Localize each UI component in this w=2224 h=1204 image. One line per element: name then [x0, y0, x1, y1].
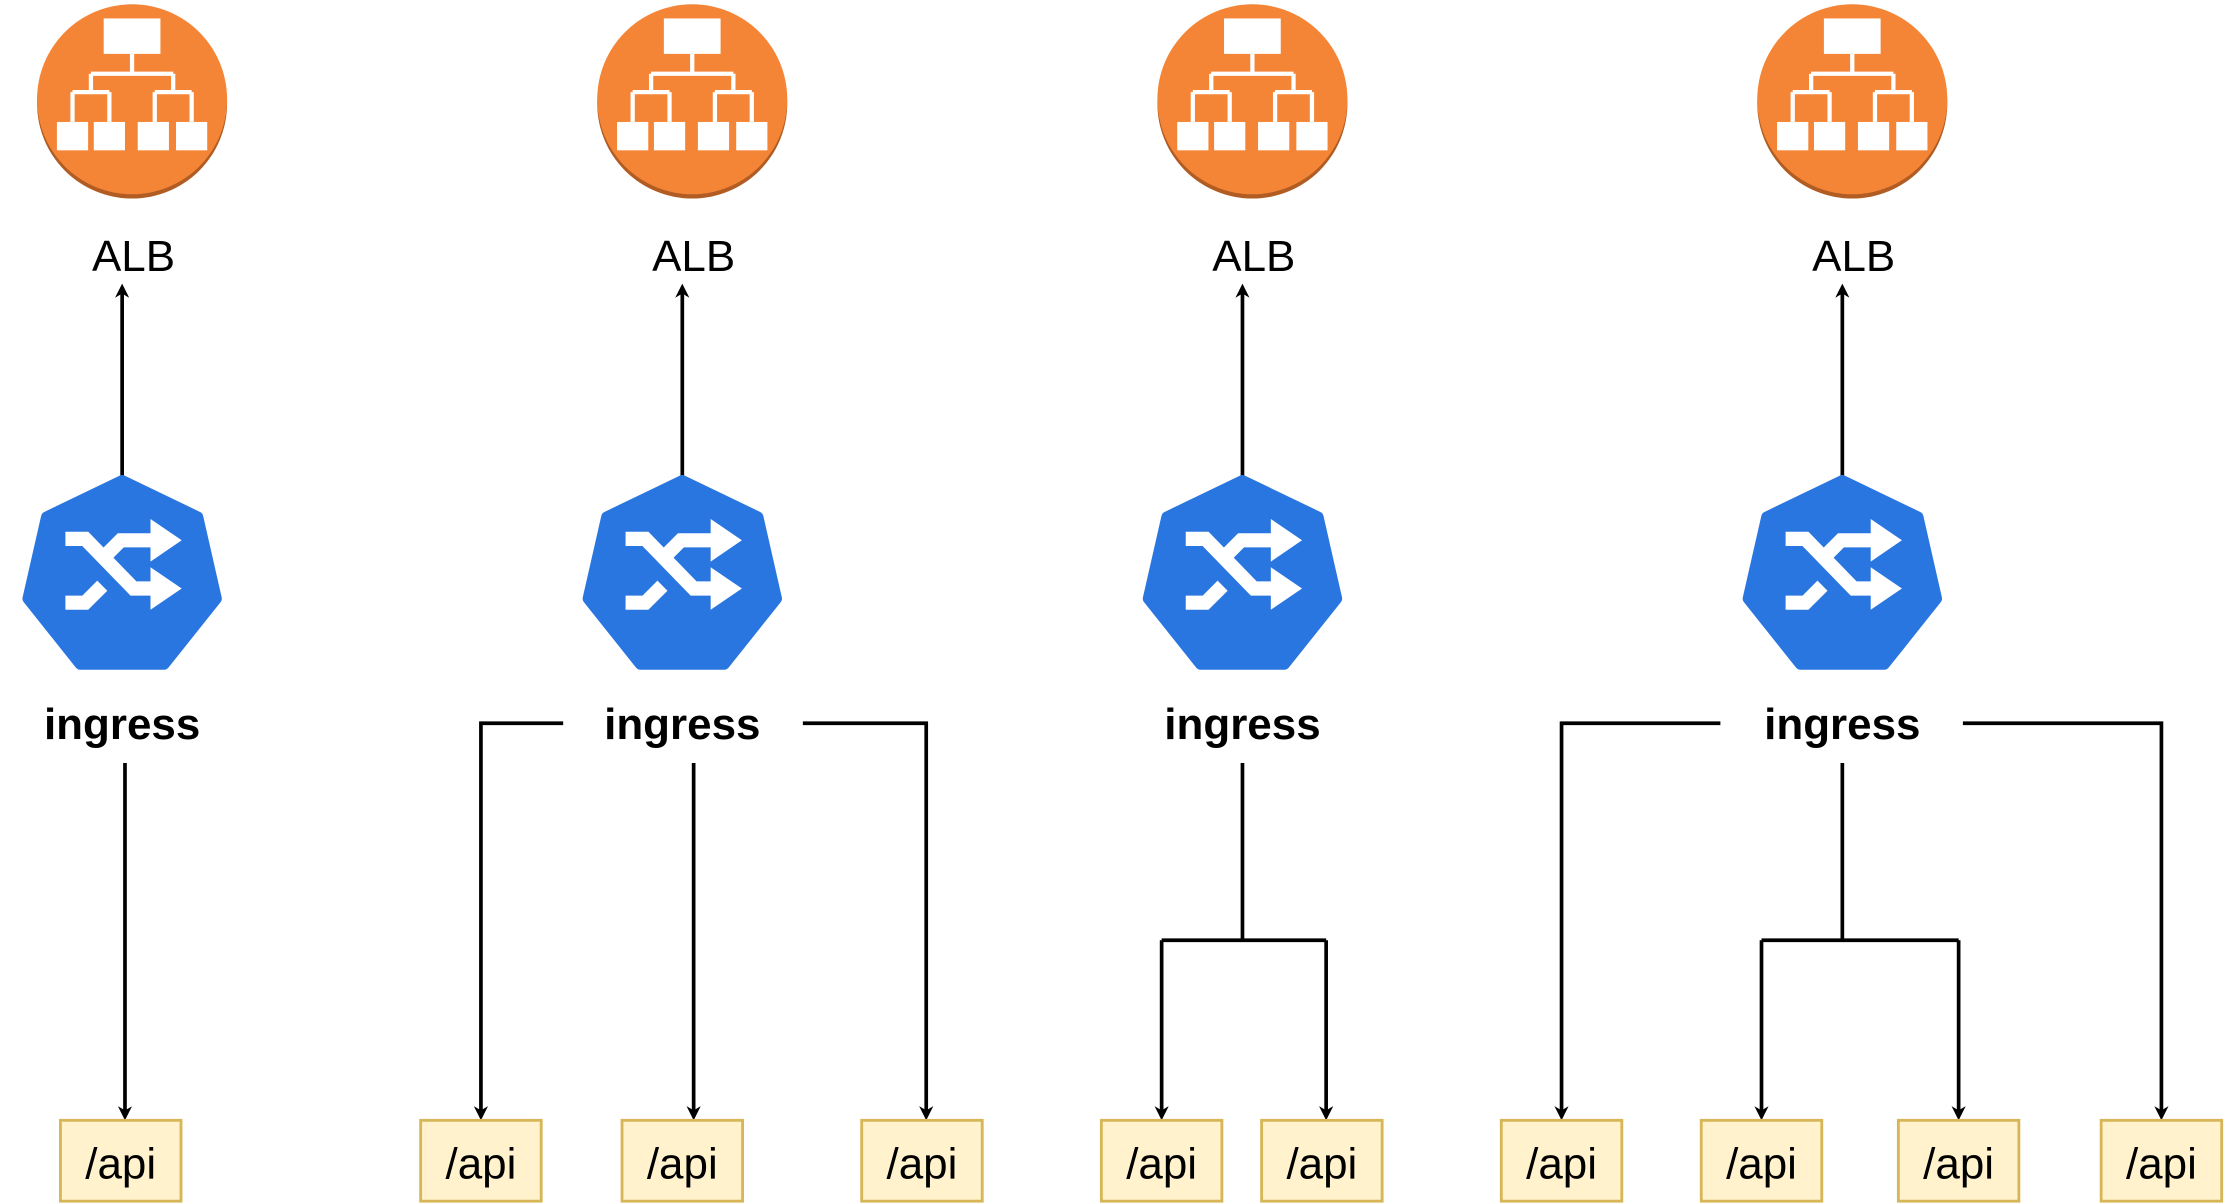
api-label: /api	[647, 1139, 718, 1188]
ingress-icon-lower-line	[1185, 580, 1228, 610]
ingress-icon-cross-line	[1185, 531, 1277, 596]
alb-icon-root-node	[1224, 18, 1281, 54]
alb-icon-tree-lines	[1190, 53, 1315, 122]
ingress-icon-arrowhead	[1270, 519, 1303, 562]
alb-icon-leaf-node	[1896, 121, 1928, 151]
ingress-icon-cross-line	[1785, 531, 1877, 596]
ingress-icon-cross-line	[65, 531, 157, 596]
route-trunk	[1161, 762, 1327, 943]
api-label: /api	[445, 1139, 516, 1188]
ingress-label: ingress	[1164, 700, 1320, 749]
api-label: /api	[887, 1139, 958, 1188]
load-balancer-icon	[597, 4, 788, 199]
alb-icon-leaf-node	[697, 121, 730, 151]
api-box	[419, 1118, 543, 1203]
load-balancer-icon	[37, 4, 228, 199]
alb-icon-leaf-node	[1777, 121, 1809, 151]
api-box	[59, 1118, 183, 1203]
api-box	[860, 1118, 984, 1203]
ingress-label: ingress	[44, 700, 200, 749]
alb-label: ALB	[652, 232, 735, 281]
alb-icon-root-node	[663, 18, 721, 54]
api-box	[620, 1118, 744, 1203]
ingress-icon-upper-line	[654, 533, 717, 567]
ingress-icon-cross-line	[625, 531, 717, 596]
ingress-icon-arrowhead	[150, 519, 182, 562]
alb-icon-leaf-node	[1813, 121, 1846, 151]
api-box	[1260, 1118, 1384, 1203]
api-label: /api	[1923, 1139, 1994, 1188]
alb-label: ALB	[1812, 232, 1895, 281]
ingress-icon-arrowhead	[1270, 567, 1303, 610]
alb-icon-leaf-node	[93, 121, 125, 151]
alb-icon-leaf-node	[1258, 121, 1290, 151]
load-balancer-icon	[1757, 4, 1948, 199]
kubernetes-ingress-icon	[1742, 475, 1943, 670]
alb-icon-tree-lines	[70, 53, 194, 122]
api-box	[1499, 1118, 1624, 1203]
api-label: /api	[1286, 1139, 1357, 1188]
ingress-icon-arrowhead	[150, 567, 182, 610]
load-balancer-icon	[1157, 4, 1348, 199]
api-box	[1699, 1118, 1824, 1203]
alb-icon-tree-lines	[1790, 53, 1914, 122]
ingress-icon-lower-line	[625, 580, 668, 610]
alb-icon-root-node	[1823, 18, 1881, 54]
kubernetes-ingress-icon	[22, 475, 222, 670]
kubernetes-ingress-icon	[582, 475, 782, 670]
alb-icon-leaf-node	[736, 121, 768, 151]
api-box	[2099, 1118, 2224, 1203]
api-label: /api	[1726, 1139, 1797, 1188]
alb-icon-leaf-node	[1296, 121, 1328, 151]
ingress-label: ingress	[1764, 700, 1920, 749]
alb-icon-leaf-node	[617, 121, 649, 151]
alb-label: ALB	[1212, 232, 1295, 281]
alb-icon-leaf-node	[1177, 121, 1209, 151]
alb-icon-leaf-node	[137, 121, 169, 151]
api-label: /api	[85, 1139, 156, 1188]
ingress-icon-arrowhead	[1870, 519, 1902, 562]
route-arrow-outer-right	[1962, 721, 2169, 1121]
alb-icon-leaf-node	[176, 121, 208, 151]
api-box	[1099, 1118, 1224, 1203]
route-arrow-right	[802, 721, 934, 1121]
alb-icon-leaf-node	[653, 121, 686, 151]
ingress-icon-arrowhead	[1870, 567, 1902, 610]
api-box	[1896, 1118, 2021, 1203]
api-label: /api	[2126, 1139, 2197, 1188]
alb-icon-tree-lines	[630, 53, 754, 122]
kubernetes-ingress-icon	[1142, 475, 1343, 670]
ingress-icon-upper-line	[1214, 533, 1277, 567]
alb-icon-leaf-node	[1857, 121, 1890, 151]
api-label: /api	[1526, 1139, 1597, 1188]
api-label: /api	[1126, 1139, 1197, 1188]
route-arrow-left	[473, 721, 564, 1121]
alb-icon-root-node	[103, 18, 161, 54]
ingress-icon-lower-line	[65, 580, 108, 610]
ingress-label: ingress	[604, 700, 760, 749]
route-arrow-outer-left	[1554, 721, 1721, 1121]
ingress-icon-lower-line	[1785, 580, 1828, 610]
alb-icon-leaf-node	[56, 121, 89, 151]
ingress-icon-arrowhead	[710, 519, 742, 562]
alb-icon-leaf-node	[1214, 121, 1246, 151]
alb-label: ALB	[92, 232, 175, 281]
ingress-icon-upper-line	[94, 533, 157, 567]
route-trunk	[1761, 762, 1959, 943]
ingress-icon-arrowhead	[710, 567, 742, 610]
ingress-icon-upper-line	[1814, 533, 1877, 567]
